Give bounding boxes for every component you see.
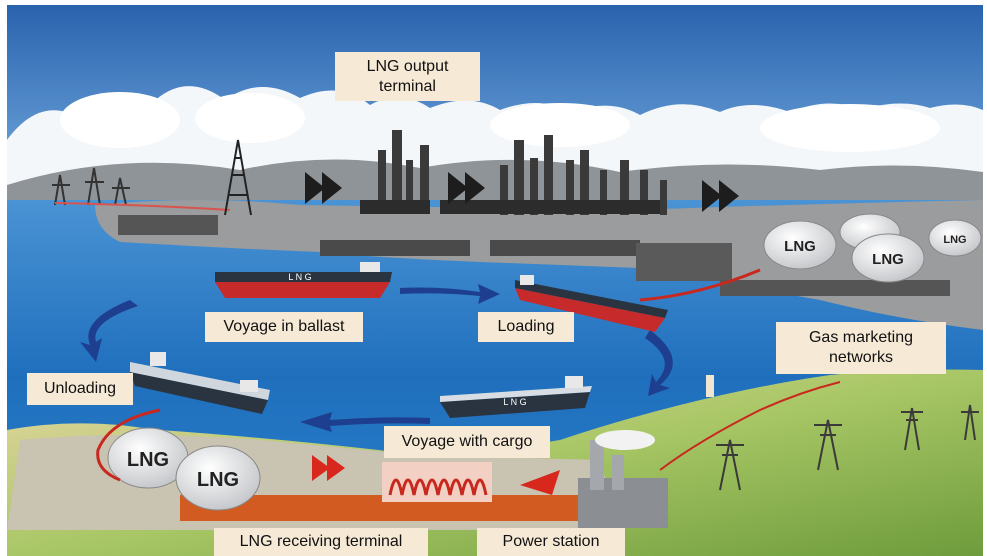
tank-label: LNG <box>197 469 239 491</box>
tank-label: LNG <box>127 449 169 471</box>
power-station-building <box>578 430 668 528</box>
tank-label: LNG <box>784 238 816 255</box>
tank-label: LNG <box>872 251 904 268</box>
output-storage-tanks: LNG LNG LNG <box>763 213 982 283</box>
refinery <box>360 130 667 215</box>
ship-hull-text: L N G <box>288 272 311 282</box>
tank-label: LNG <box>943 234 966 246</box>
label-voyage-in-ballast: Voyage in ballast <box>205 312 363 342</box>
quay-block <box>118 215 218 235</box>
label-voyage-with-cargo: Voyage with cargo <box>384 426 550 458</box>
regas-flow-arrows <box>312 455 560 495</box>
label-gas-marketing-networks: Gas marketing networks <box>776 322 946 374</box>
label-loading: Loading <box>478 312 574 342</box>
drilling-derrick <box>224 139 252 216</box>
ship-voyage-in-ballast: L N G <box>215 262 392 298</box>
jetty-building <box>636 243 732 281</box>
label-lng-receiving-terminal: LNG receiving terminal <box>214 528 428 556</box>
subsea-pipeline <box>54 202 231 211</box>
quay-block <box>720 280 950 296</box>
label-unloading: Unloading <box>27 373 133 405</box>
clouds <box>7 86 983 190</box>
shipping-route <box>80 284 673 432</box>
offshore-platforms <box>52 167 130 206</box>
loading-pipeline <box>639 268 761 302</box>
quay-block <box>490 240 640 256</box>
receiving-storage-tanks: LNG LNG <box>107 427 261 511</box>
flow-arrows <box>305 172 739 212</box>
ship-voyage-with-cargo: L N G <box>440 376 592 418</box>
lighthouse <box>706 375 714 397</box>
ship-hull-text: L N G <box>503 397 526 407</box>
label-lng-output-terminal: LNG output terminal <box>335 52 480 101</box>
quay-block <box>320 240 470 256</box>
ship-unloading <box>130 352 270 414</box>
transmission-towers <box>716 404 979 491</box>
label-power-station: Power station <box>477 528 625 556</box>
ship-loading <box>515 275 668 332</box>
gas-distribution-pipe <box>659 381 841 471</box>
unloading-pipeline <box>96 408 161 482</box>
vaporizer <box>382 462 492 502</box>
output-terminal-land <box>95 200 983 330</box>
